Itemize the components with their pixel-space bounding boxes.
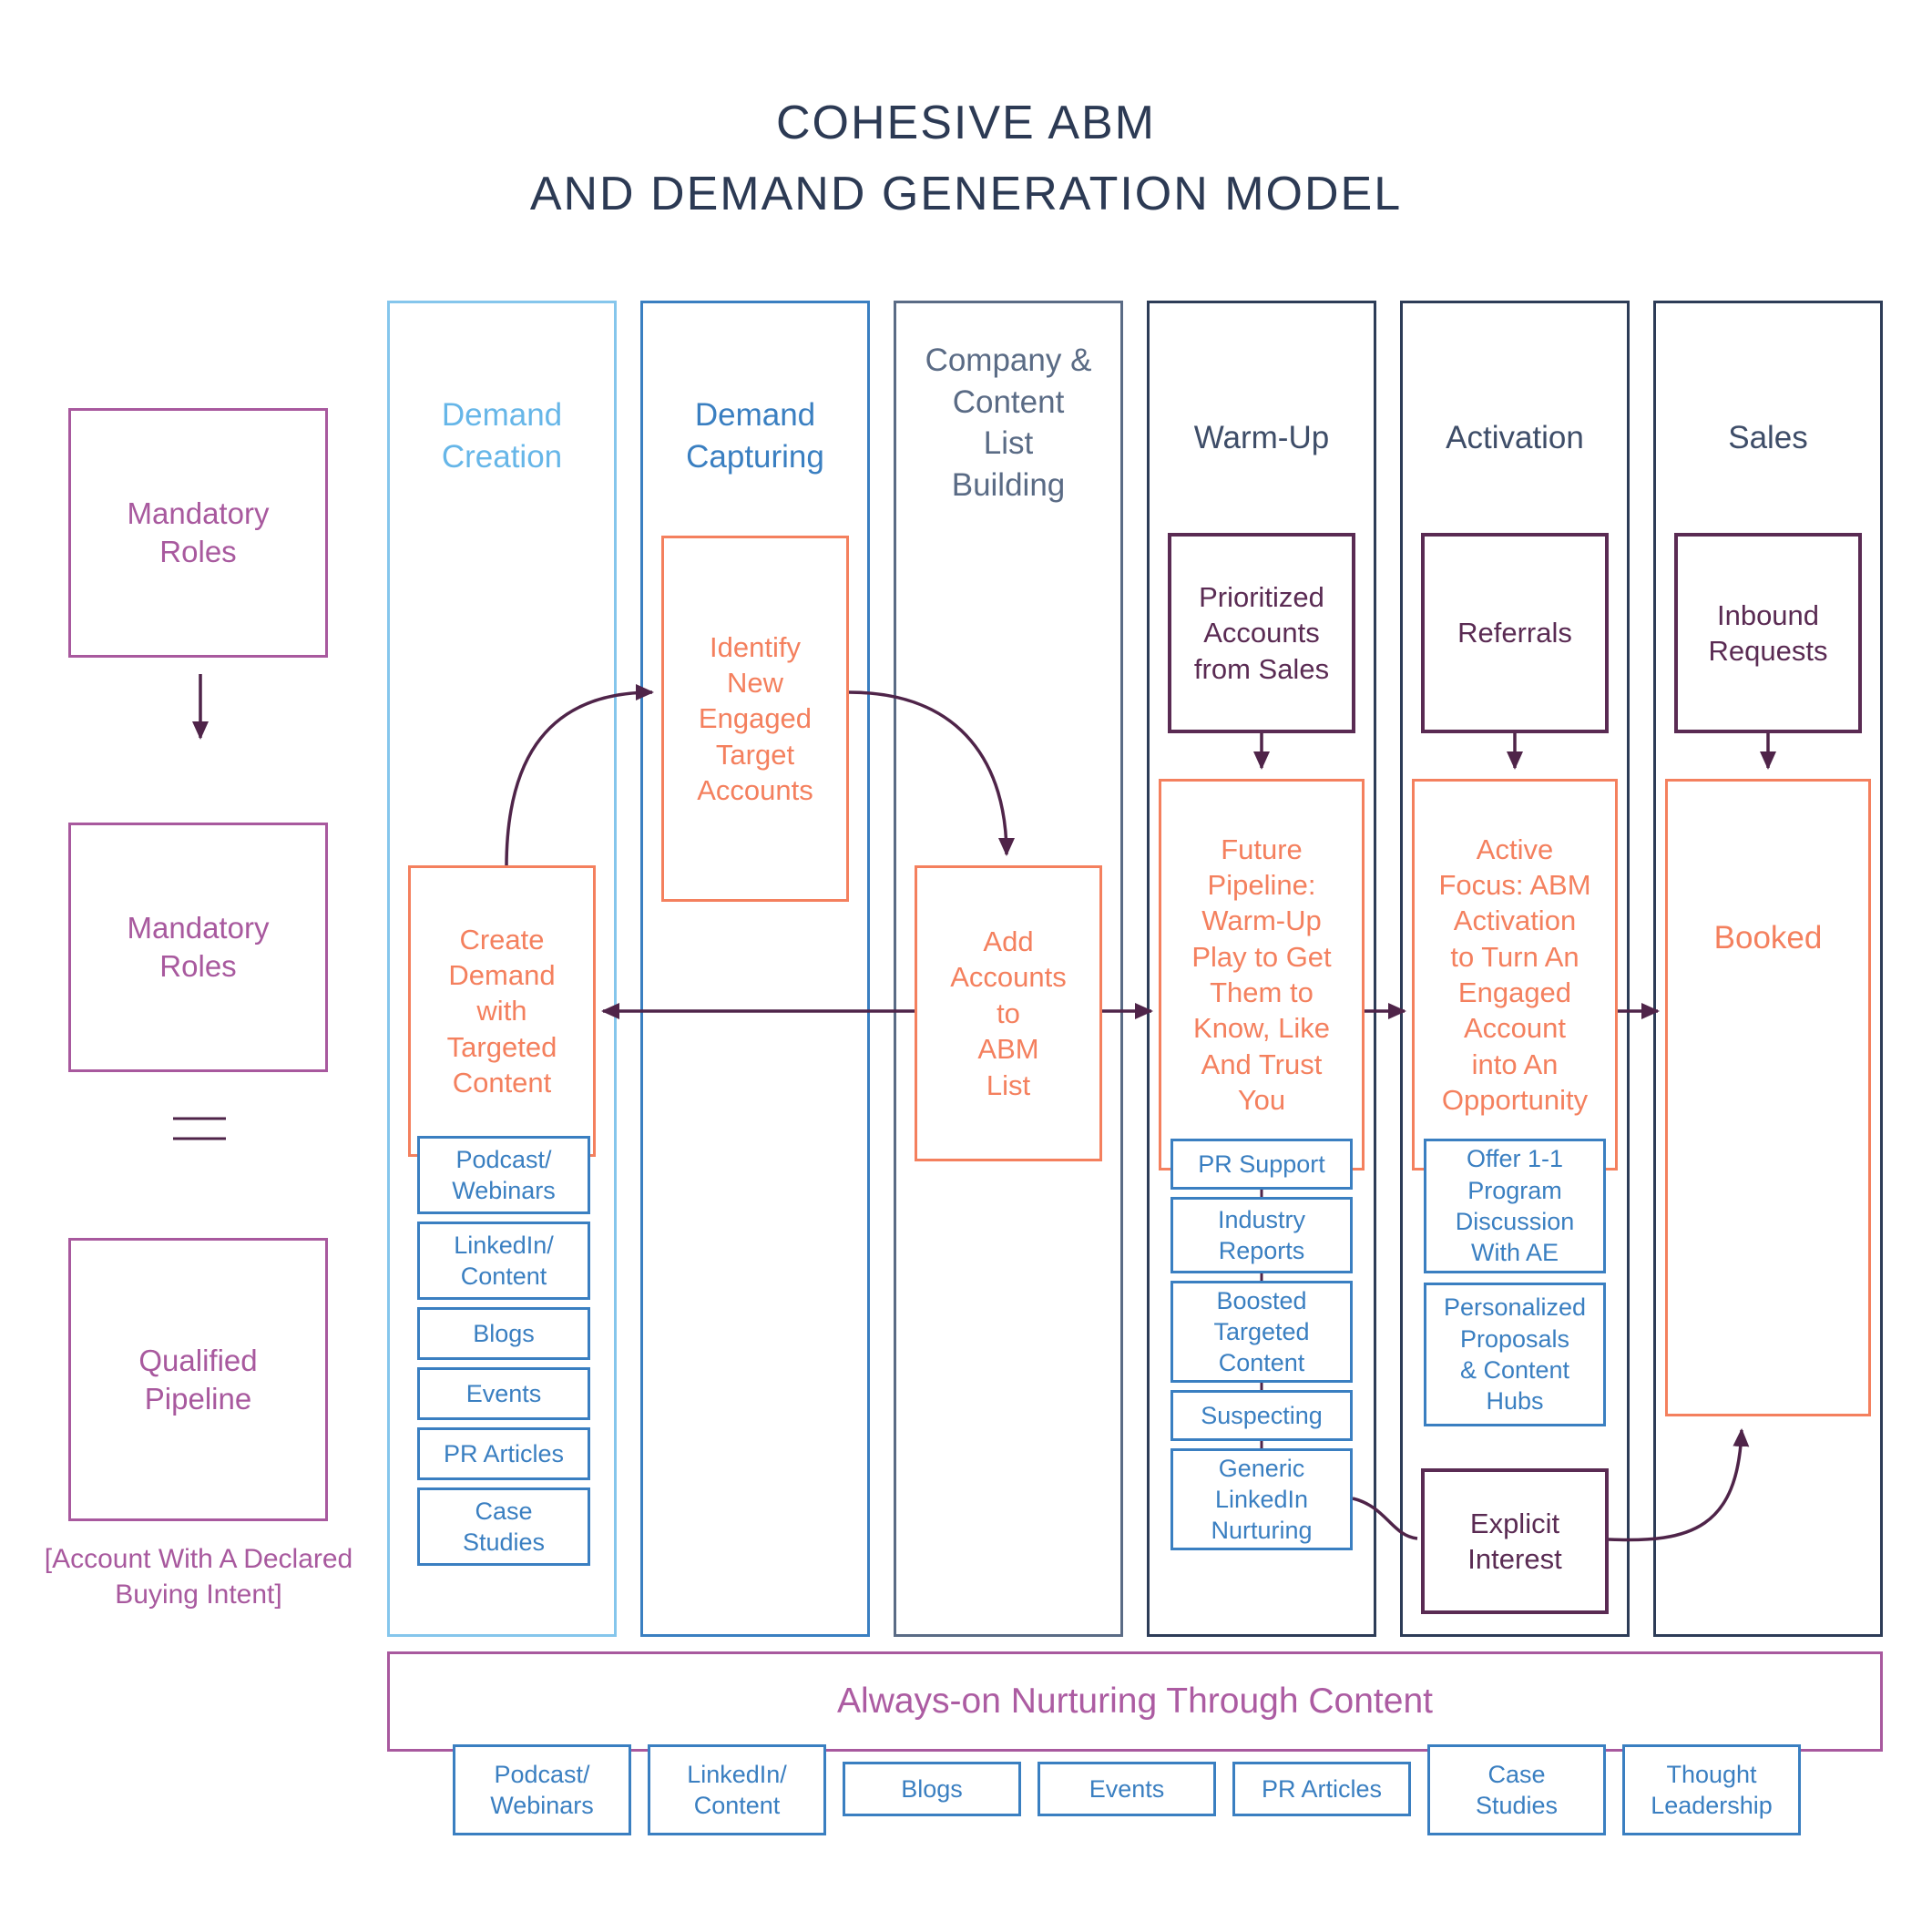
channel-case-studies: Case Studies	[417, 1487, 590, 1566]
box-qualified-pipeline: Qualified Pipeline	[68, 1238, 328, 1521]
nurturing-bar: Always-on Nurturing Through Content	[387, 1651, 1883, 1752]
box-explicit-interest: Explicit Interest	[1421, 1468, 1609, 1614]
bottom-channel-podcast-webinars: Podcast/ Webinars	[453, 1744, 631, 1835]
title-line-2: AND DEMAND GENERATION MODEL	[529, 168, 1403, 220]
column-header-activation: Activation	[1446, 420, 1584, 455]
equals-sign	[173, 1117, 226, 1140]
title-line-1: COHESIVE ABM	[776, 97, 1156, 149]
box-add-accounts-abm: Add Accounts to ABM List	[915, 865, 1102, 1161]
channel-personalized-proposals: Personalized Proposals & Content Hubs	[1424, 1283, 1606, 1426]
box-mandatory-roles-2: Mandatory Roles	[68, 823, 328, 1072]
box-prioritized-accounts: Prioritized Accounts from Sales	[1168, 533, 1355, 733]
column-header-demand-creation: Demand Creation	[441, 397, 563, 475]
column-header-sales: Sales	[1728, 420, 1808, 455]
box-referrals: Referrals	[1421, 533, 1609, 733]
channel-suspecting: Suspecting	[1170, 1390, 1353, 1441]
channel-industry-reports: Industry Reports	[1170, 1197, 1353, 1273]
channel-linkedin-content: LinkedIn/ Content	[417, 1222, 590, 1300]
bottom-channel-thought-leadership: Thought Leadership	[1622, 1744, 1801, 1835]
box-identify-new-engaged: Identify New Engaged Target Accounts	[661, 536, 849, 902]
channel-podcast-webinars: Podcast/ Webinars	[417, 1136, 590, 1214]
bottom-channel-events: Events	[1038, 1762, 1216, 1816]
column-header-demand-capturing: Demand Capturing	[686, 397, 824, 475]
column-header-list-building: Company & Content List Building	[925, 342, 1092, 503]
box-create-demand: Create Demand with Targeted Content	[408, 865, 596, 1157]
bottom-channel-blogs: Blogs	[843, 1762, 1021, 1816]
box-booked: Booked	[1665, 779, 1871, 1416]
page-title: COHESIVE ABM AND DEMAND GENERATION MODEL	[0, 87, 1932, 230]
bottom-channel-linkedin-content: LinkedIn/ Content	[648, 1744, 826, 1835]
channel-blogs: Blogs	[417, 1307, 590, 1360]
channel-pr-support: PR Support	[1170, 1139, 1353, 1190]
box-active-focus: Active Focus: ABM Activation to Turn An …	[1412, 779, 1618, 1170]
box-mandatory-roles-1: Mandatory Roles	[68, 408, 328, 658]
bottom-channel-pr-articles: PR Articles	[1232, 1762, 1411, 1816]
qualified-pipeline-caption: [Account With A Declared Buying Intent]	[44, 1544, 353, 1610]
column-demand-capturing: Demand Capturing	[640, 301, 870, 1637]
channel-boosted-targeted-content: Boosted Targeted Content	[1170, 1281, 1353, 1383]
nurturing-bar-label: Always-on Nurturing Through Content	[837, 1682, 1433, 1721]
bottom-channel-case-studies: Case Studies	[1427, 1744, 1606, 1835]
channel-pr-articles: PR Articles	[417, 1427, 590, 1480]
channel-generic-linkedin-nurturing: Generic LinkedIn Nurturing	[1170, 1448, 1353, 1550]
column-header-warm-up: Warm-Up	[1193, 420, 1330, 455]
box-inbound-requests: Inbound Requests	[1674, 533, 1862, 733]
channel-offer-program-discussion: Offer 1-1 Program Discussion With AE	[1424, 1139, 1606, 1273]
box-future-pipeline: Future Pipeline: Warm-Up Play to Get The…	[1159, 779, 1365, 1170]
channel-events: Events	[417, 1367, 590, 1420]
